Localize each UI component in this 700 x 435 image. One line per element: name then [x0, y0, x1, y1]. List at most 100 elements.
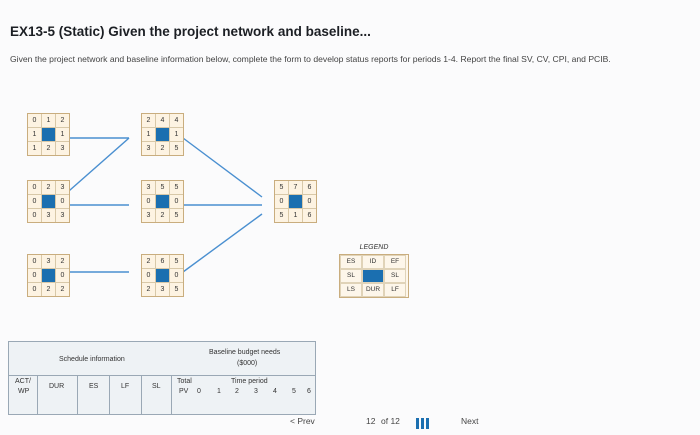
node-cell: 1 [42, 114, 56, 128]
node-cell: 0 [28, 209, 42, 222]
node-cell: 2 [42, 181, 56, 195]
node-cell: 1 [289, 209, 303, 222]
page-number: 12 [366, 416, 376, 426]
legend-ef: EF [384, 255, 406, 269]
node-cell: 2 [156, 142, 170, 155]
legend-sl-right: SL [384, 269, 406, 283]
node-cell: 5 [170, 142, 183, 155]
node-cell: 0 [28, 255, 42, 269]
baseline-unit-label: ($000) [237, 360, 258, 367]
legend-lf: LF [384, 283, 406, 297]
node-cell: 3 [156, 283, 170, 296]
legend: LEGEND ES ID EF SL SL LS DUR LF [339, 244, 409, 298]
legend-id: ID [362, 255, 384, 269]
col-sep-5 [171, 375, 172, 414]
node-cell: 2 [56, 114, 69, 128]
prev-button[interactable]: < Prev [290, 416, 315, 426]
node-cell: 0 [56, 269, 69, 283]
time-period-label: Time period [231, 378, 268, 385]
node-cell: 5 [170, 255, 183, 269]
col-es: ES [89, 383, 99, 390]
node-cell: 1 [170, 128, 183, 142]
node-cell: 2 [142, 283, 156, 296]
col-wp: WP [18, 388, 30, 395]
question-text: Given the project network and baseline i… [10, 54, 611, 64]
node-cell: 0 [170, 195, 183, 209]
node-cell: 0 [28, 181, 42, 195]
node-cell: 4 [156, 114, 170, 128]
grid-icon[interactable] [416, 418, 430, 429]
node-cell: 2 [56, 255, 69, 269]
col-dur: DUR [49, 383, 65, 390]
legend-grid: ES ID EF SL SL LS DUR LF [339, 254, 409, 298]
node-cell: 5 [275, 181, 289, 195]
node-cell [156, 128, 170, 142]
node-cell: 5 [156, 181, 170, 195]
node-cell: 0 [303, 195, 316, 209]
node-cell: 5 [170, 209, 183, 222]
node-cell: 1 [28, 142, 42, 155]
node-cell: 0 [170, 269, 183, 283]
col-sl: SL [152, 383, 161, 390]
legend-dur: DUR [362, 283, 384, 297]
node-cell [42, 195, 56, 209]
legend-center [362, 269, 384, 283]
node-cell: 1 [142, 128, 156, 142]
node-cell: 4 [170, 114, 183, 128]
period-3: 3 [254, 388, 258, 395]
node-cell: 0 [275, 195, 289, 209]
node-cell: 1 [28, 128, 42, 142]
node-cell [156, 269, 170, 283]
node-cell: 3 [42, 255, 56, 269]
node-cell: 3 [56, 142, 69, 155]
period-5: 5 [292, 388, 296, 395]
period-0: 0 [197, 388, 201, 395]
col-total: Total [177, 378, 192, 385]
schedule-info-label: Schedule information [59, 356, 125, 363]
col-act: ACT/ [15, 378, 31, 385]
baseline-budget-label: Baseline budget needs [209, 349, 281, 356]
node-cell: 6 [303, 181, 316, 195]
node-cell: 0 [56, 195, 69, 209]
node-cell: 7 [289, 181, 303, 195]
node-cell: 6 [156, 255, 170, 269]
node-cell: 2 [42, 142, 56, 155]
period-2: 2 [235, 388, 239, 395]
node-cell: 5 [170, 283, 183, 296]
node-cell: 5 [170, 181, 183, 195]
node-cell: 2 [42, 283, 56, 296]
node-cell: 2 [142, 255, 156, 269]
node-cell: 2 [156, 209, 170, 222]
node-cell: 1 [56, 128, 69, 142]
period-1: 1 [217, 388, 221, 395]
legend-es: ES [340, 255, 362, 269]
node-cell: 3 [56, 209, 69, 222]
node-cell: 0 [142, 195, 156, 209]
col-pv: PV [179, 388, 189, 395]
col-sep-3 [109, 375, 110, 414]
node-cell [289, 195, 303, 209]
node-cell: 0 [142, 269, 156, 283]
table-divider [9, 375, 315, 376]
node-cell: 0 [28, 269, 42, 283]
page-total: of 12 [381, 416, 400, 426]
node-cell: 2 [142, 114, 156, 128]
page-title: EX13-5 (Static) Given the project networ… [10, 24, 371, 39]
col-sep-4 [141, 375, 142, 414]
next-button[interactable]: Next [461, 416, 479, 426]
node-cell: 3 [42, 209, 56, 222]
node-cell [42, 269, 56, 283]
node-cell [42, 128, 56, 142]
node-cell: 0 [28, 283, 42, 296]
node-cell: 3 [142, 209, 156, 222]
col-sep-2 [77, 375, 78, 414]
node-cell: 3 [56, 181, 69, 195]
legend-sl-left: SL [340, 269, 362, 283]
col-lf: LF [121, 383, 130, 390]
